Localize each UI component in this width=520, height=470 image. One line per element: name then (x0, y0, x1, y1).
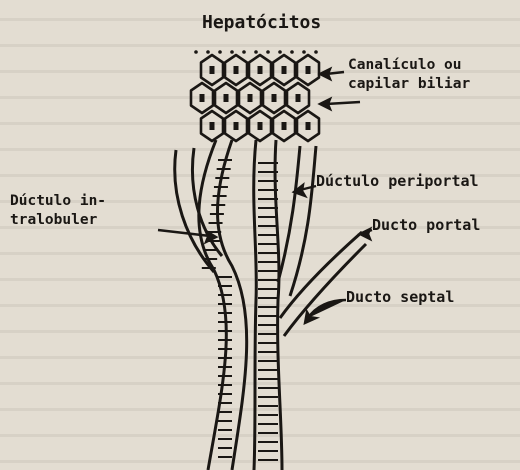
hepatocyte-nucleus (282, 66, 287, 74)
label-canaliculo-line2: capilar biliar (348, 75, 470, 94)
hepatocyte-nucleus (272, 94, 277, 102)
canaliculus-dot (206, 50, 210, 54)
hepatocyte-nucleus (306, 122, 311, 130)
label-ducto-septal: Ducto septal (346, 290, 454, 306)
hepatocyte-nucleus (306, 66, 311, 74)
canaliculus-dot (242, 50, 246, 54)
hepatocyte-cluster (191, 50, 319, 141)
canaliculus-dot (278, 50, 282, 54)
label-ductulo-intra-line1: Dúctulo in- (10, 192, 106, 211)
hepatocyte-nucleus (258, 66, 263, 74)
label-ductulo-intralobular: Dúctulo in- tralobuler (10, 192, 106, 230)
hepatocyte-nucleus (296, 94, 301, 102)
canaliculus-dot (194, 50, 198, 54)
hepatocyte-nucleus (282, 122, 287, 130)
canaliculus-dot (254, 50, 258, 54)
hepatocyte-nucleus (210, 122, 215, 130)
canaliculus-dot (218, 50, 222, 54)
label-ductulo-intra-line2: tralobuler (10, 211, 106, 230)
label-canaliculo-line1: Canalículo ou (348, 56, 470, 75)
hepatocyte-nucleus (200, 94, 205, 102)
hepatocyte-nucleus (234, 66, 239, 74)
hepatocyte-nucleus (258, 122, 263, 130)
hepatocyte-nucleus (210, 66, 215, 74)
hepatocyte-nucleus (224, 94, 229, 102)
canaliculus-dot (314, 50, 318, 54)
canaliculus-dot (266, 50, 270, 54)
main-duct (175, 140, 316, 470)
canaliculus-dot (302, 50, 306, 54)
hepatocyte-nucleus (248, 94, 253, 102)
label-ducto-portal: Ducto portal (372, 218, 480, 234)
diagram-title: Hepatócitos (202, 14, 321, 33)
label-ductulo-periportal: Dúctulo periportal (316, 174, 479, 190)
hepatocyte-nucleus (234, 122, 239, 130)
canaliculus-dot (230, 50, 234, 54)
label-canaliculo: Canalículo ou capilar biliar (348, 56, 470, 94)
canaliculus-dot (290, 50, 294, 54)
